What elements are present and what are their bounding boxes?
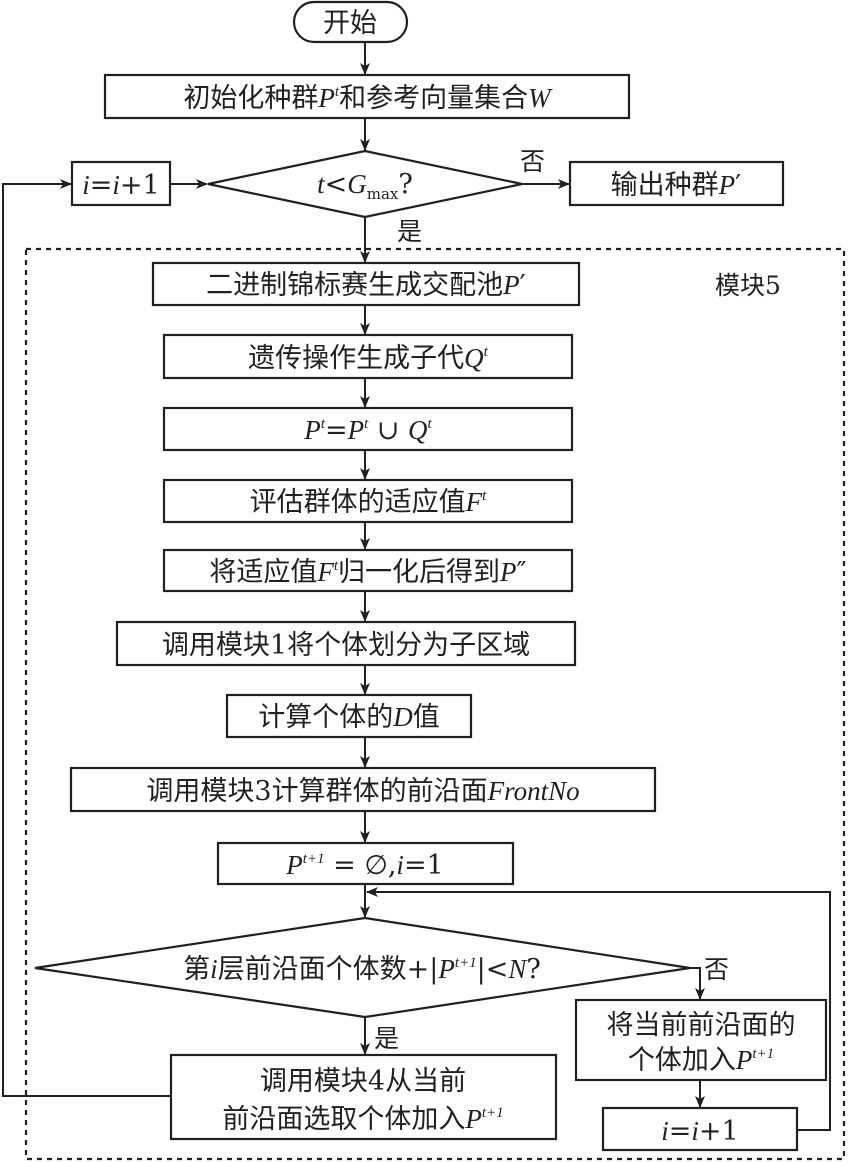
init-node: 初始化种群Pt和参考向量集合W [103, 73, 631, 120]
addfront-node: 将当前前沿面的 个体加入Pt+1 [574, 998, 828, 1082]
module1-node: 调用模块1将个体划分为子区域 [115, 620, 577, 667]
output-label: 输出种群P′ [611, 170, 742, 201]
no-label-1: 否 [520, 147, 545, 176]
module3-node: 调用模块3计算群体的前沿面FrontNo [69, 766, 657, 813]
decision-generation-check: t<Gmax? [207, 149, 523, 219]
addfront-line1: 将当前前沿面的 [607, 1010, 796, 1041]
merge-label: Pt=Pt ∪ Qt [303, 415, 432, 446]
evaluate-label: 评估群体的适应值Ft [250, 487, 488, 518]
reset-label: Pt+1 = ∅,i=1 [285, 850, 444, 881]
increment-node-bottom: i=i+1 [601, 1106, 799, 1152]
merge-node: Pt=Pt ∪ Qt [162, 406, 574, 452]
evaluate-node: 评估群体的适应值Ft [162, 478, 574, 524]
module4-line2: 前沿面选取个体加入Pt+1 [222, 1104, 503, 1135]
genetic-node: 遗传操作生成子代Qt [162, 333, 574, 380]
decision2-label: 第i层前沿面个体数+|Pt+1|<N? [183, 954, 541, 985]
tournament-node: 二进制锦标赛生成交配池P′ [151, 261, 581, 307]
module1-label: 调用模块1将个体划分为子区域 [162, 630, 530, 661]
no-label-2: 否 [704, 955, 729, 984]
module4-line1: 调用模块4从当前 [260, 1066, 466, 1097]
module4-node: 调用模块4从当前 前沿面选取个体加入Pt+1 [169, 1053, 558, 1141]
dvalue-label: 计算个体的D值 [258, 702, 440, 733]
module5-label: 模块5 [715, 271, 781, 300]
edge-inc2-loop [366, 887, 831, 1131]
start-label: 开始 [323, 8, 377, 39]
module5-region [24, 247, 846, 1161]
genetic-label: 遗传操作生成子代Qt [248, 343, 489, 374]
reset-node: Pt+1 = ∅,i=1 [216, 841, 515, 886]
decision1-label: t<Gmax? [317, 169, 413, 203]
addfront-line2: 个体加入Pt+1 [628, 1045, 774, 1076]
increment-node-top: i=i+1 [70, 160, 172, 207]
module3-label: 调用模块3计算群体的前沿面FrontNo [146, 776, 579, 807]
normalize-label: 将适应值Ft归一化后得到P″ [209, 557, 526, 588]
edge-cond2-addfront [690, 967, 705, 1000]
normalize-node: 将适应值Ft归一化后得到P″ [162, 548, 574, 593]
yes-label-2: 是 [374, 1024, 399, 1053]
dvalue-node: 计算个体的D值 [225, 693, 473, 739]
decision-front-size-check: 第i层前沿面个体数+|Pt+1|<N? [34, 916, 691, 1019]
increment-bottom-label: i=i+1 [661, 1116, 738, 1147]
output-node: 输出种群P′ [568, 160, 785, 207]
init-label: 初始化种群Pt和参考向量集合W [183, 83, 553, 114]
increment-top-label: i=i+1 [82, 170, 159, 201]
edge-module4-loop [2, 179, 171, 1097]
start-node: 开始 [292, 0, 409, 44]
yes-label-1: 是 [397, 217, 422, 246]
tournament-label: 二进制锦标赛生成交配池P′ [206, 270, 526, 301]
